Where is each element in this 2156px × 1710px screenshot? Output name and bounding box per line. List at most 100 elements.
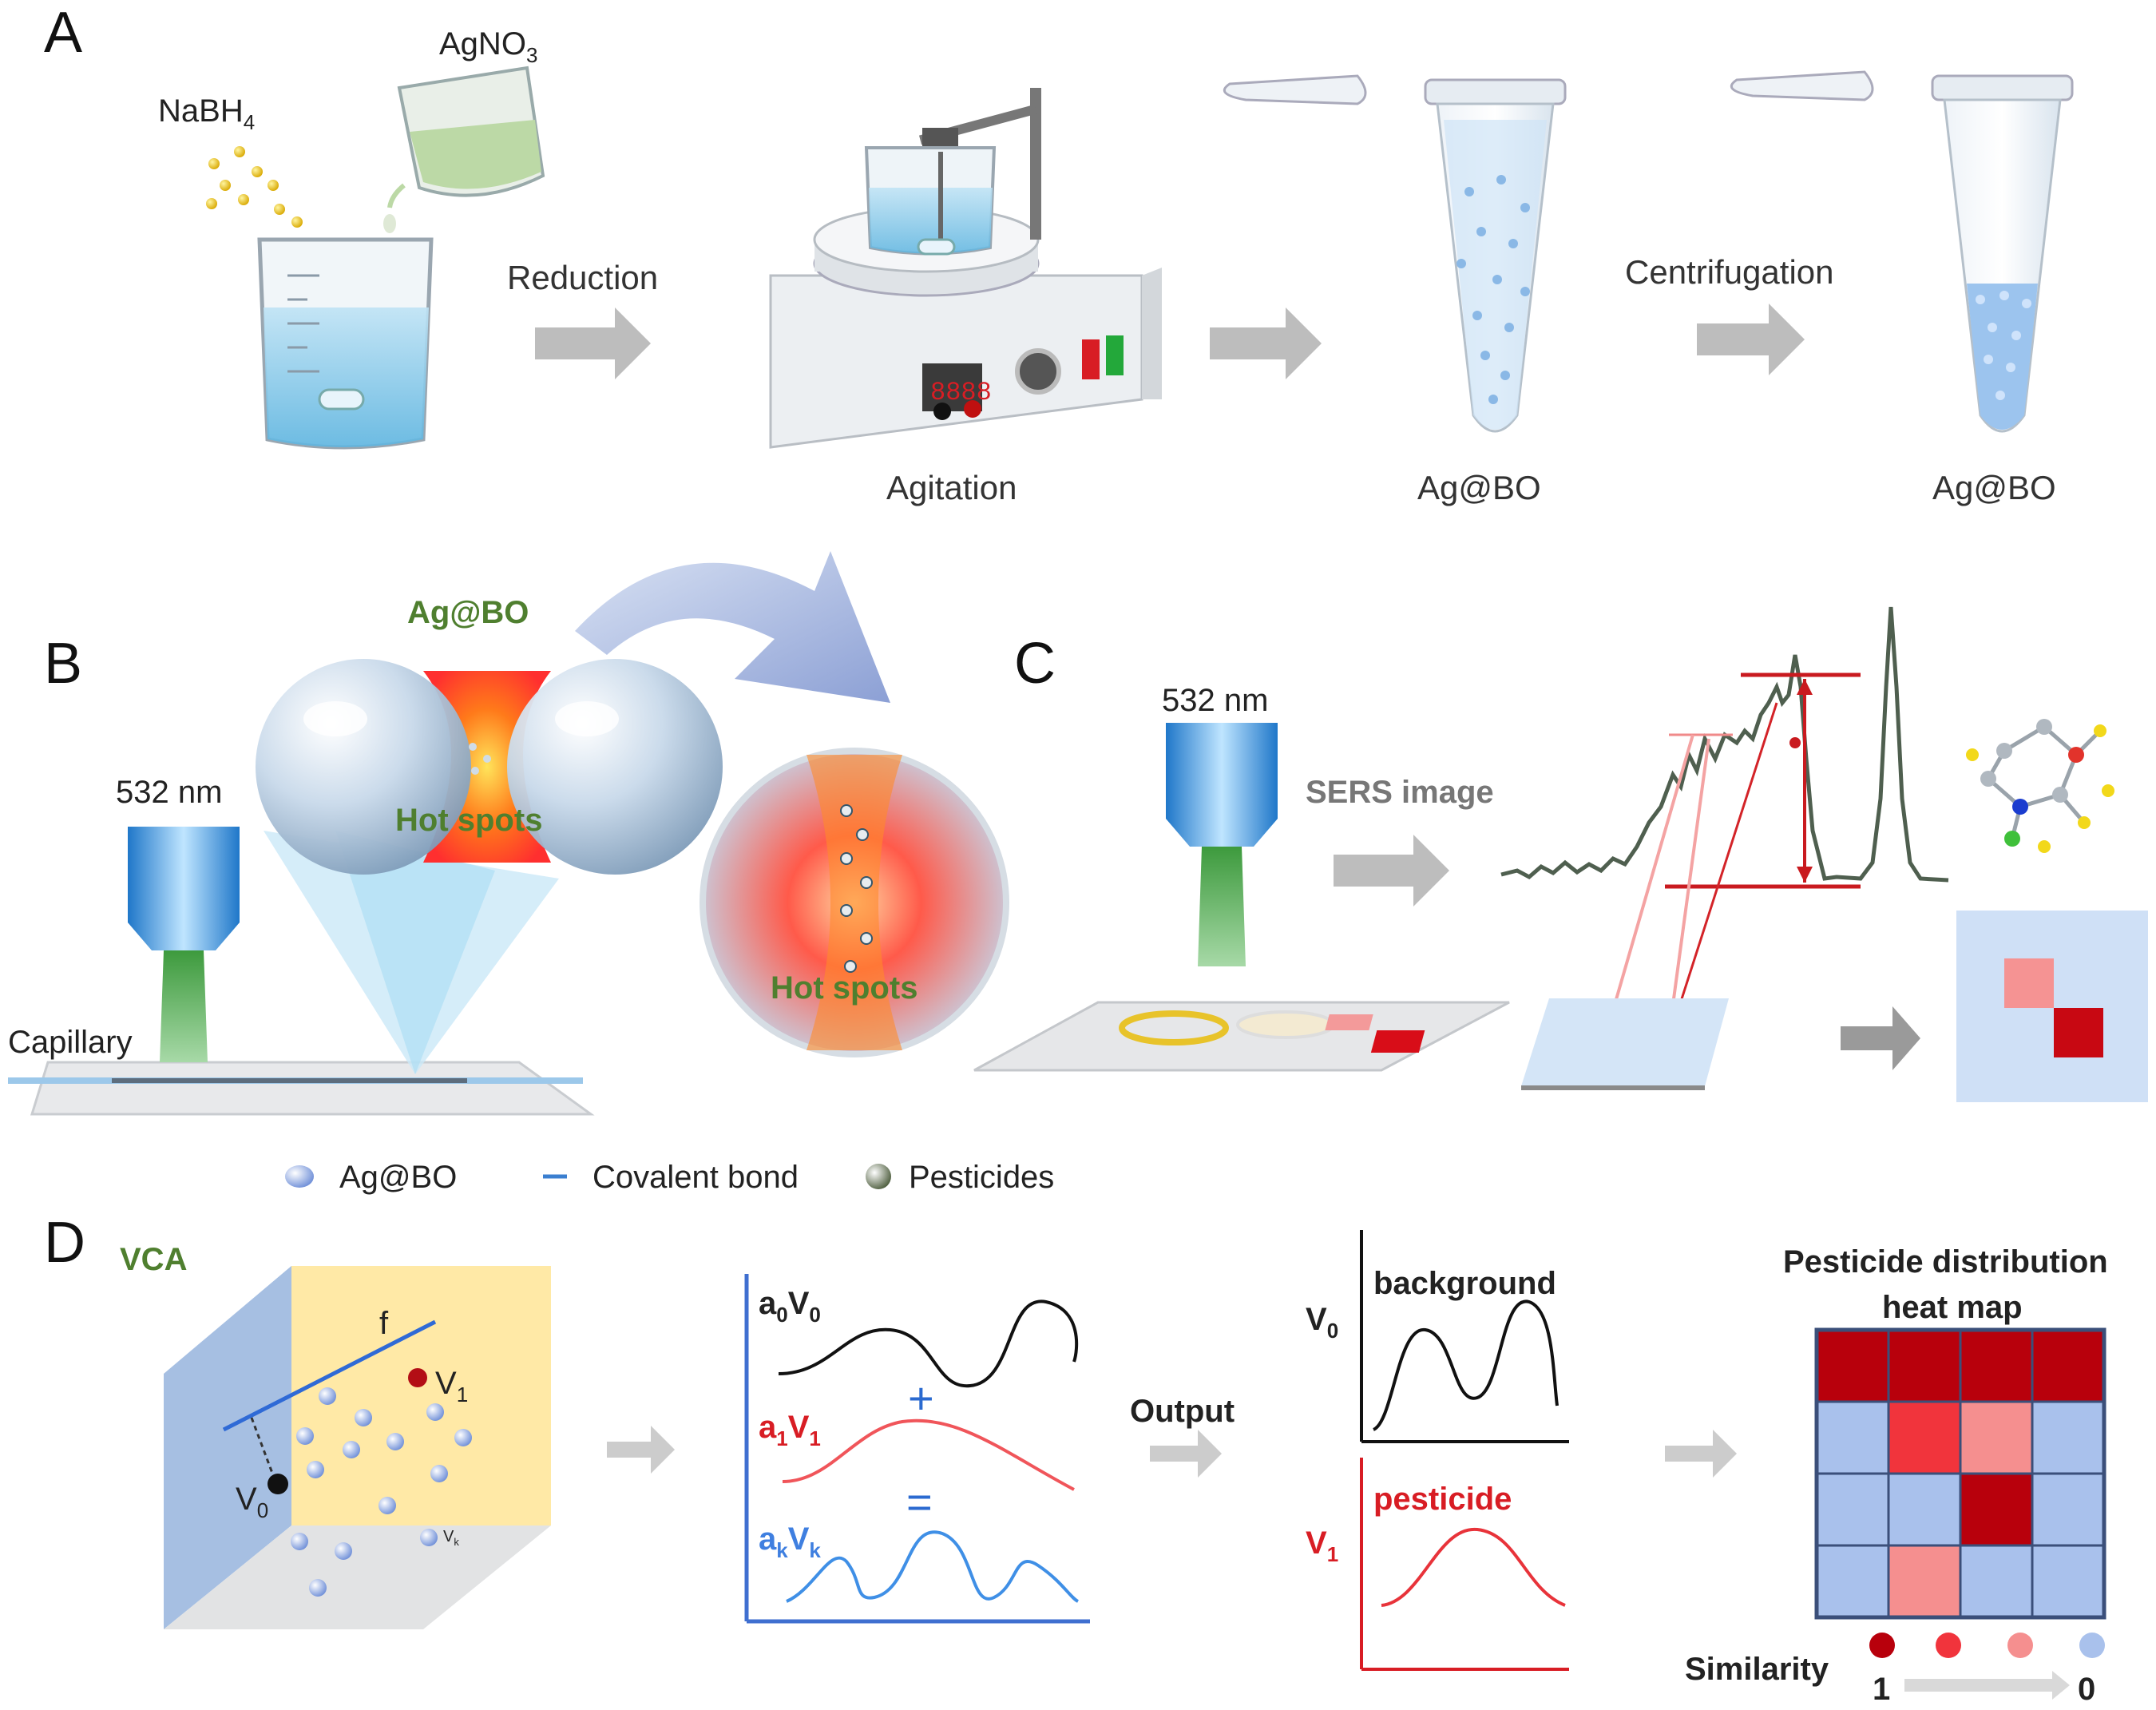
zoom-arrow [575,551,890,703]
arrow-vca [607,1426,675,1474]
objective-lens-c [1166,723,1278,966]
similarity-max: 1 [1873,1672,1890,1707]
heatmap-cell [1815,1544,1890,1619]
similarity-min: 0 [2078,1672,2095,1707]
sample-slide [973,1001,1510,1072]
legend-bond: Covalent bond [593,1160,799,1195]
arrow-centrifugation [1697,304,1805,375]
arrow-map [1841,1006,1920,1070]
sers-label: SERS image [1306,775,1494,810]
arrow-heatmap [1665,1430,1737,1478]
background-label: background [1373,1266,1556,1301]
hotspot-zoom [700,748,1009,1057]
vca-f-label: f [379,1306,389,1341]
panel-label-c: C [1014,632,1056,696]
heatmap-cell [1959,1400,2034,1475]
heatmap-cell [1815,1328,1890,1403]
output-plot-pesticide [1360,1458,1569,1671]
tube-sedimented [1730,70,2074,433]
heatmap-cell [1887,1472,1962,1547]
heatmap-title-line2: heat map [1882,1290,2023,1325]
vca-v1-label: V1 [435,1366,468,1406]
pesticide-molecule [1966,719,2114,853]
eq-term-a1v1: a1V1 [759,1410,821,1450]
heatmap-cell [2031,1328,2106,1403]
vca-data-points [291,1387,472,1597]
curve-akvk [786,1530,1080,1603]
magnetic-stirrer: 8888 [769,88,1162,449]
tube-1-label: Ag@BO [1417,469,1541,506]
legend-pesticide-icon [866,1164,891,1189]
out-v1-label: V1 [1306,1526,1338,1566]
vca-label: VCA [120,1242,187,1277]
similarity-arrow [1904,1671,2070,1700]
step-agitation-label: Agitation [886,469,1017,506]
heatmap-cell [1959,1472,2034,1547]
legend: Ag@BO Covalent bond Pesticides [285,1160,1054,1195]
panel-label-d: D [44,1211,85,1275]
sphere-pair [256,659,723,875]
heatmap-grid [1814,1327,2106,1620]
reaction-beaker [257,237,434,450]
arrow-sers [1334,835,1449,907]
heatmap-cell [1959,1328,2034,1403]
sers-map-large [1956,911,2148,1102]
curve-a0v0 [778,1299,1079,1388]
out-v0-label: V0 [1306,1302,1338,1343]
similarity-dot-4 [2079,1633,2105,1658]
heatmap-cell [1815,1472,1890,1547]
vca-vk-label: Vk [443,1528,459,1548]
similarity-dot-3 [2007,1633,2033,1658]
equation-axes [744,1274,1090,1624]
capillary-label: Capillary [8,1025,133,1060]
heatmap-cell [1815,1400,1890,1475]
equals-sign: = [906,1477,933,1527]
pesticide-label: pesticide [1373,1482,1512,1517]
sers-map-small [1325,998,1729,1090]
laser-label-b: 532 nm [116,775,222,810]
eq-term-a0v0: a0V0 [759,1286,821,1327]
legend-pesticides: Pesticides [909,1160,1054,1195]
similarity-label: Similarity [1685,1652,1829,1687]
output-plot-background [1360,1230,1569,1443]
step-reduction-label: Reduction [507,259,658,296]
stirrer-display: 8888 [930,378,992,407]
sers-spectrum [1500,606,1949,1035]
arrow-output [1150,1430,1222,1478]
step-centrifugation-label: Centrifugation [1625,253,1834,291]
heatmap-cell [1887,1400,1962,1475]
heatmap-cell [1887,1544,1962,1619]
hotspots-label-1: Hot spots [395,803,542,838]
nabh4-label: NaBH4 [158,93,255,134]
similarity-dot-1 [1869,1633,1895,1658]
capillary-slide [8,1061,595,1116]
heatmap-cell [2031,1400,2106,1475]
tube-2-label: Ag@BO [1932,469,2056,506]
agno3-label: AgNO3 [439,26,537,67]
similarity-dot-2 [1936,1633,1961,1658]
tube-dispersed [1223,74,1567,433]
output-label: Output [1130,1394,1235,1429]
heatmap-border [1814,1327,2106,1620]
panel-label-b: B [44,632,82,696]
arrow-to-tube [1210,307,1322,379]
legend-ag-bo-icon [285,1165,314,1188]
arrow-reduction [535,307,651,379]
heatmap-cell [2031,1472,2106,1547]
heatmap-cell [1959,1544,2034,1619]
agno3-beaker [383,65,545,233]
heatmap-cell [2031,1544,2106,1619]
curve-a1v1 [782,1418,1075,1491]
hotspots-label-2: Hot spots [771,970,917,1006]
legend-ag-bo: Ag@BO [339,1160,457,1195]
plus-sign: + [908,1373,934,1423]
heatmap-title-line1: Pesticide distribution [1783,1244,2108,1280]
heatmap-cell [1887,1328,1962,1403]
ag-bo-title-b: Ag@BO [407,595,529,630]
objective-lens-b [128,827,240,1062]
laser-label-c: 532 nm [1162,683,1268,718]
vca-v0-label: V0 [236,1482,268,1522]
panel-label-a: A [44,1,82,65]
eq-term-akvk: akVk [759,1522,821,1562]
